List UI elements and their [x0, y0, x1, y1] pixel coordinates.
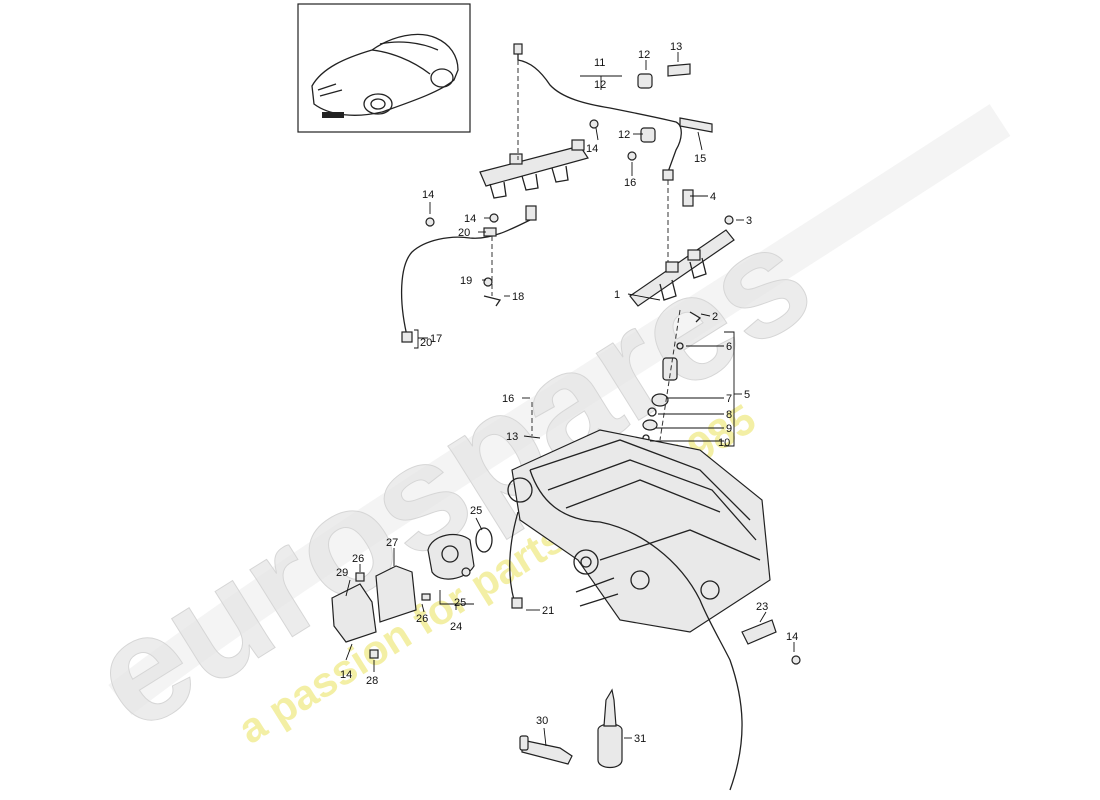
pump-feed-line — [508, 511, 523, 609]
callout-25-pump: 25 — [454, 597, 466, 609]
callout-13-top: 13 — [670, 41, 682, 53]
bracket-23 — [741, 619, 801, 665]
installation-guides — [491, 60, 681, 441]
callout-31: 31 — [634, 733, 646, 745]
callout-6: 6 — [726, 341, 732, 353]
clips-upper — [589, 63, 713, 161]
callout-24: 24 — [450, 621, 462, 633]
callout-2: 2 — [712, 311, 718, 323]
callout-9: 9 — [726, 423, 732, 435]
sealant-and-adhesive — [519, 688, 623, 769]
callout-labels: 1 2 3 4 5 6 7 8 9 10 11 12 12 12 13 13 1… — [336, 41, 798, 745]
callout-11: 11 — [594, 57, 605, 69]
callout-26-left: 26 — [352, 553, 364, 565]
callout-5: 5 — [744, 389, 750, 401]
callout-12-clip-top: 12 — [638, 49, 650, 61]
callout-10: 10 — [718, 437, 730, 449]
callout-12-rail: 12 — [594, 79, 606, 91]
car-thumbnail — [297, 3, 471, 133]
callout-15: 15 — [694, 153, 706, 165]
callout-27: 27 — [386, 537, 398, 549]
upper-fuel-rail — [479, 139, 589, 199]
heat-shields — [331, 565, 431, 659]
fuel-line-upper — [513, 43, 682, 181]
callout-7: 7 — [726, 393, 732, 405]
callout-30: 30 — [536, 715, 548, 727]
callout-28: 28 — [366, 675, 378, 687]
callout-14-upper: 14 — [586, 143, 598, 155]
callout-26-right: 26 — [416, 613, 428, 625]
watermark-swoosh — [108, 104, 1011, 715]
callout-14-right: 14 — [786, 631, 798, 643]
callout-20-upper: 20 — [458, 227, 470, 239]
callout-14-left: 14 — [422, 189, 434, 201]
callout-25-seal: 25 — [470, 505, 482, 517]
callout-23: 23 — [756, 601, 768, 613]
callout-1: 1 — [614, 289, 620, 301]
callout-19: 19 — [460, 275, 472, 287]
engine-cylinder-head — [507, 429, 771, 791]
callout-16-lower: 16 — [502, 393, 514, 405]
callout-20-lower: 20 — [420, 337, 432, 349]
callout-13-lower: 13 — [506, 431, 518, 443]
callout-4: 4 — [710, 191, 716, 203]
callout-17: 17 — [430, 333, 442, 345]
callout-21: 21 — [542, 605, 554, 617]
callout-3: 3 — [746, 215, 752, 227]
high-pressure-pump — [427, 527, 493, 580]
lower-fuel-rail — [629, 189, 735, 323]
callout-leaders — [345, 52, 795, 747]
callout-12-clip-mid: 12 — [618, 129, 630, 141]
callout-14-mid: 14 — [464, 213, 476, 225]
callout-18: 18 — [512, 291, 524, 303]
callout-14-pump: 14 — [340, 669, 352, 681]
callout-29: 29 — [336, 567, 348, 579]
callout-8: 8 — [726, 409, 732, 421]
callout-16-upper: 16 — [624, 177, 636, 189]
injector-stack — [642, 342, 684, 442]
